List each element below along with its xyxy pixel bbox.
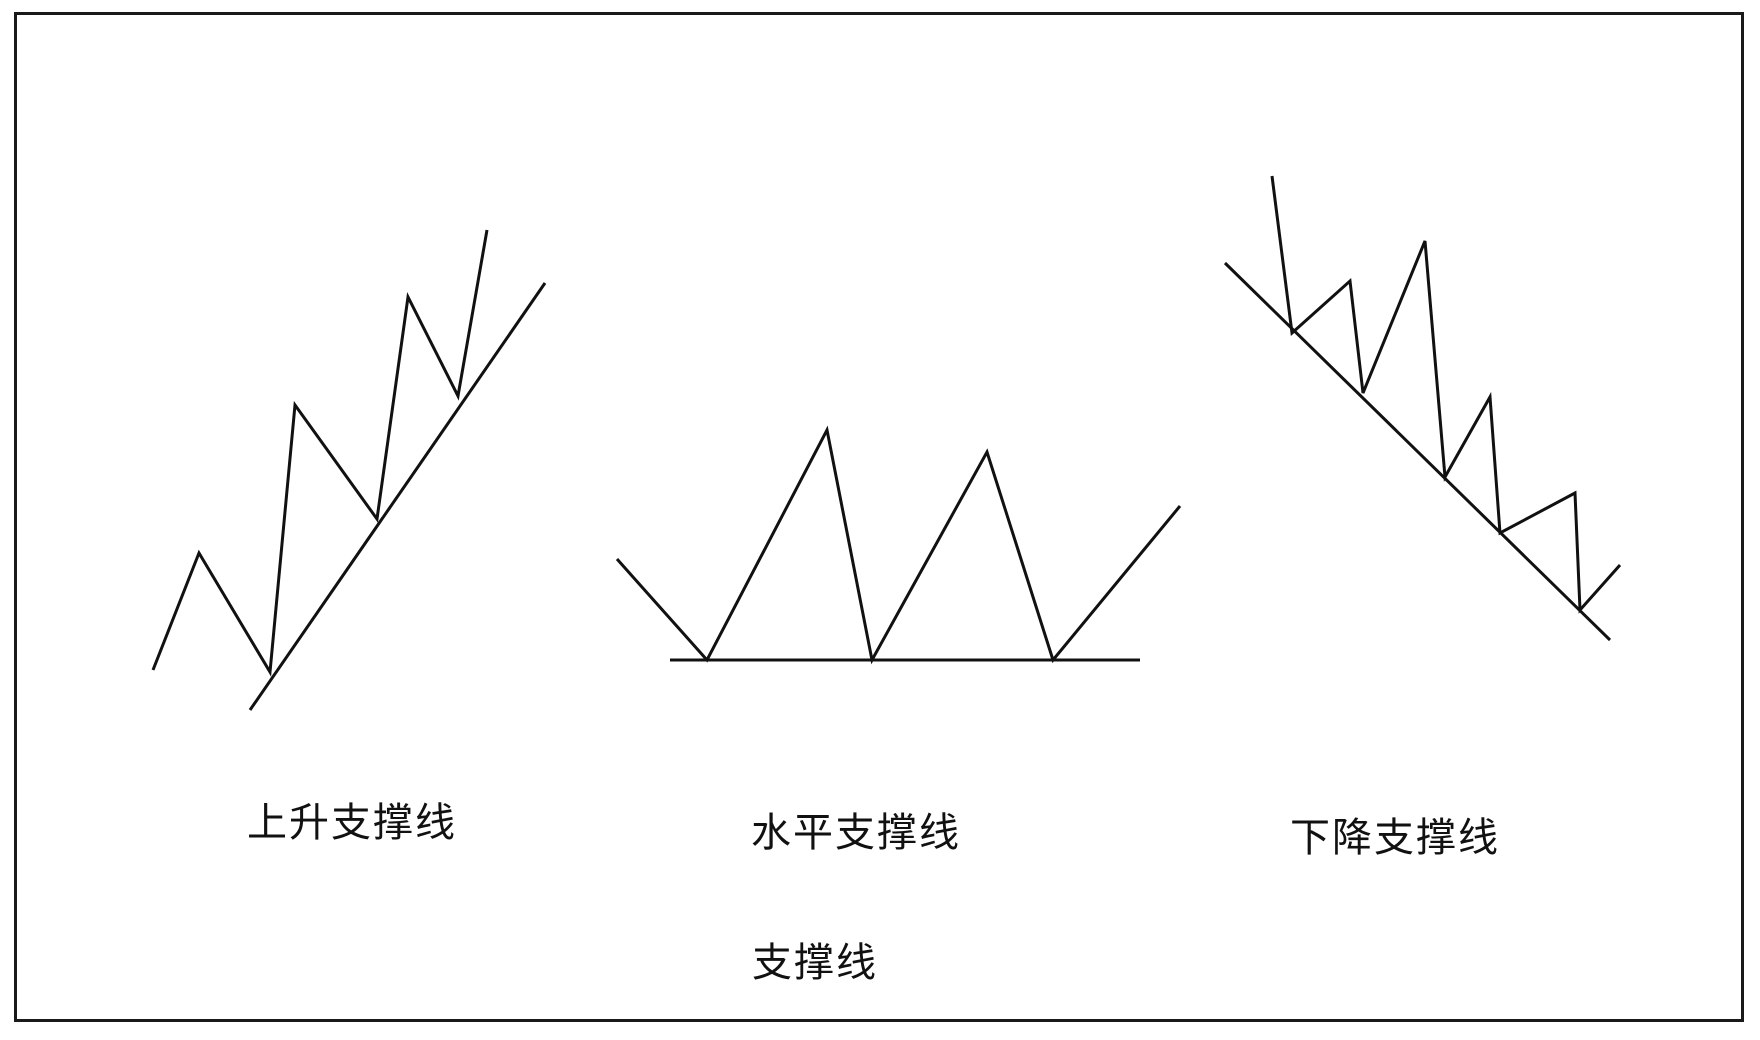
horizontal-support-label: 水平支撑线 [751,810,961,856]
horizontal-price-zigzag [615,425,1182,665]
rising-support-line [248,282,547,711]
rising-support-label: 上升支撑线 [247,800,457,846]
figure-frame [14,12,1744,1022]
rising-price-zigzag [151,229,489,677]
falling-support-line [1223,261,1612,642]
falling-support-label: 下降支撑线 [1290,815,1500,861]
falling-price-zigzag [1270,175,1622,614]
figure-caption: 支撑线 [752,940,878,986]
